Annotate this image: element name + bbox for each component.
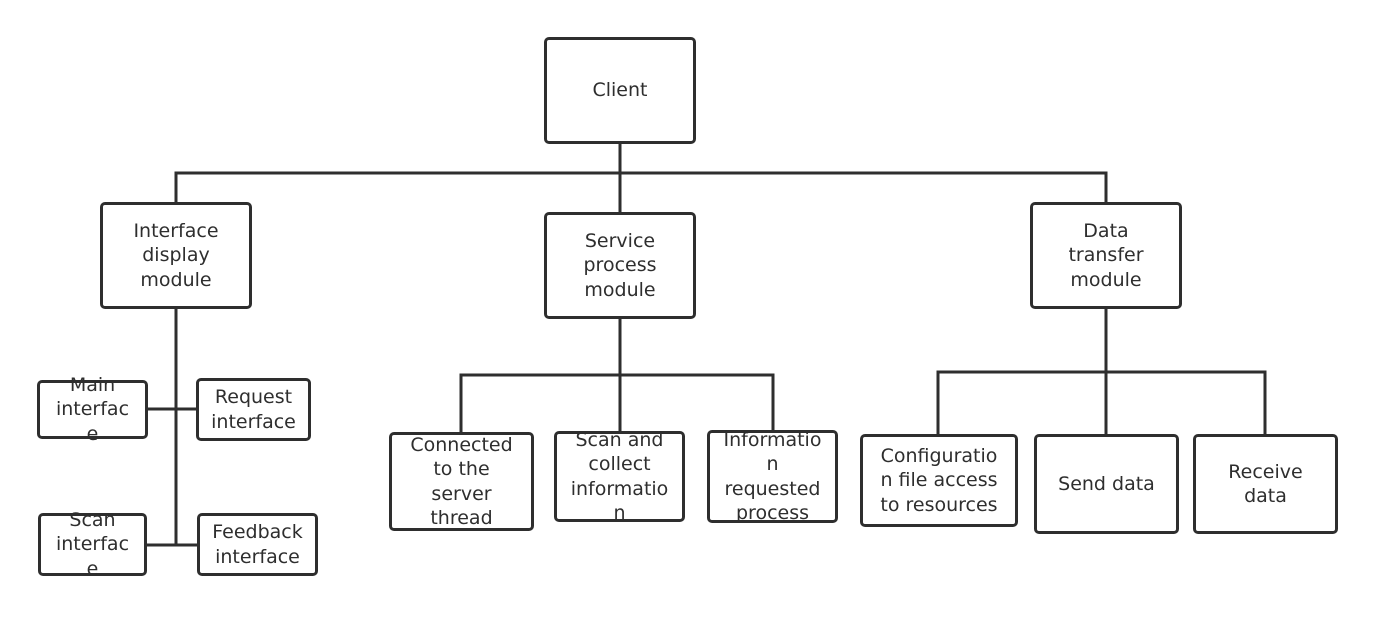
node-scan-interface: Scan interfac e [38, 509, 147, 580]
node-feedback-interface: Feedback interface [197, 513, 318, 576]
node-information-requested-process-label: Informatio n requested process [723, 428, 822, 525]
node-receive-data-label: Receive data [1228, 460, 1303, 508]
node-send-data-label: Send data [1058, 472, 1155, 495]
node-main-interface-label: Main interfac e [55, 373, 130, 445]
node-client-label: Client [592, 79, 648, 102]
node-request-interface-label: Request interface [211, 386, 296, 433]
node-feedback-interface-label: Feedback interface [212, 521, 303, 568]
node-request-interface: Request interface [196, 378, 311, 441]
node-data-transfer-module: Data transfer module [1030, 202, 1182, 309]
node-service-process-module-label: Service process module [583, 229, 657, 301]
node-configuration-file-access-label: Configuratio n file access to resources [880, 444, 998, 516]
node-client: Client [544, 37, 696, 144]
node-connected-to-server-thread: Connected to the server thread [389, 432, 534, 531]
node-interface-display-module-label: Interface display module [133, 219, 219, 291]
node-main-interface: Main interfac e [37, 374, 148, 445]
node-scan-and-collect-information: Scan and collect informatio n [554, 429, 685, 524]
node-scan-interface-label: Scan interfac e [55, 508, 130, 580]
node-information-requested-process: Informatio n requested process [707, 428, 838, 525]
node-configuration-file-access: Configuratio n file access to resources [860, 434, 1018, 527]
node-send-data: Send data [1034, 434, 1179, 534]
node-connected-to-server-thread-label: Connected to the server thread [410, 433, 513, 530]
node-receive-data: Receive data [1193, 434, 1338, 534]
node-interface-display-module: Interface display module [100, 202, 252, 309]
node-data-transfer-module-label: Data transfer module [1068, 219, 1144, 291]
node-service-process-module: Service process module [544, 212, 696, 319]
node-scan-and-collect-information-label: Scan and collect informatio n [570, 428, 669, 525]
